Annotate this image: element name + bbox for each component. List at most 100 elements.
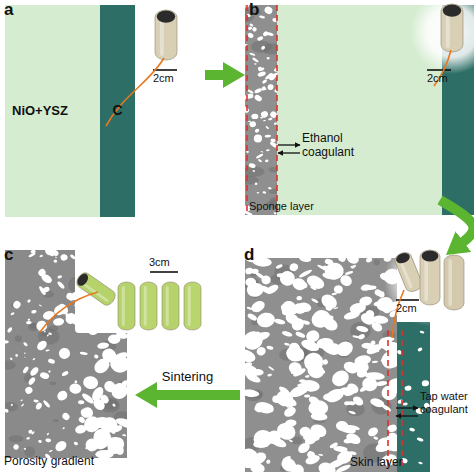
pore — [322, 272, 332, 280]
pore — [33, 399, 39, 402]
process-arrow — [440, 200, 474, 244]
pore — [29, 366, 40, 377]
pore — [343, 386, 358, 397]
pore — [318, 339, 340, 358]
porous-base — [245, 258, 397, 472]
pore — [317, 264, 328, 271]
pore — [95, 450, 113, 458]
pore — [256, 136, 260, 140]
pore — [253, 429, 274, 448]
pore — [24, 356, 25, 358]
pore — [296, 296, 302, 301]
pore — [263, 5, 273, 15]
pore — [245, 446, 261, 471]
tube-body — [118, 282, 135, 330]
pore — [257, 192, 260, 193]
pore — [7, 327, 13, 334]
pore — [289, 439, 294, 442]
pore — [333, 445, 348, 452]
pore — [38, 439, 42, 443]
pore — [252, 331, 261, 338]
pore — [26, 321, 32, 325]
pore — [249, 52, 256, 56]
pore — [285, 428, 296, 436]
porous-structure — [245, 258, 397, 472]
pore — [11, 404, 13, 406]
pore — [373, 349, 379, 352]
pore — [247, 312, 258, 322]
pore — [27, 376, 36, 386]
pore — [345, 258, 361, 266]
pore — [317, 460, 338, 472]
pore — [26, 437, 30, 440]
pore — [263, 120, 266, 122]
layer-name: Skin layer — [350, 456, 403, 470]
pore — [310, 412, 327, 421]
pore — [369, 397, 385, 409]
pore — [374, 373, 379, 377]
pore — [61, 254, 65, 259]
anode-layer: NiO+YSZ — [5, 5, 100, 217]
tube-photo — [184, 282, 201, 330]
pore — [100, 346, 119, 365]
pore — [24, 352, 26, 354]
pore — [335, 463, 351, 472]
scale-bar — [396, 299, 419, 301]
grain — [245, 166, 264, 177]
pore — [245, 44, 248, 47]
pore — [326, 315, 333, 320]
pore — [12, 443, 19, 450]
panel-letter: a — [4, 1, 205, 20]
pore — [45, 438, 51, 443]
pore — [248, 121, 251, 123]
grain — [245, 176, 259, 185]
pore — [360, 284, 372, 292]
layer-name: Sponge layer — [249, 200, 314, 213]
pore — [255, 346, 267, 357]
pore — [259, 15, 266, 19]
tube-opening — [395, 251, 412, 265]
pore — [397, 399, 403, 404]
tube-body — [155, 10, 177, 60]
pore — [385, 337, 395, 342]
tube-highlight — [122, 286, 125, 326]
pore — [268, 187, 272, 190]
pore — [272, 395, 281, 404]
pore — [285, 315, 292, 320]
pore — [23, 342, 29, 347]
pore — [112, 403, 116, 407]
pore — [82, 375, 99, 390]
grain — [53, 419, 59, 422]
pore — [264, 283, 279, 296]
pore — [359, 295, 373, 306]
pore — [351, 264, 357, 269]
pore — [336, 422, 357, 435]
tube-photo — [155, 10, 177, 60]
pore — [265, 459, 271, 465]
tube-photo — [444, 255, 464, 310]
pore — [351, 395, 365, 408]
pore — [110, 443, 120, 450]
grain — [374, 259, 380, 265]
pore — [331, 292, 337, 295]
pore — [364, 309, 376, 320]
pore — [49, 450, 53, 453]
pore — [78, 416, 86, 424]
pore — [255, 469, 263, 472]
pore — [42, 399, 50, 408]
pore — [53, 439, 68, 454]
grain — [15, 336, 22, 342]
scale-label: 3cm — [149, 256, 170, 269]
pore — [27, 299, 31, 304]
pore — [48, 370, 51, 373]
scale-bar — [427, 69, 451, 71]
pore — [265, 126, 269, 130]
pore — [370, 340, 376, 346]
grain — [269, 167, 277, 173]
tube-highlight — [166, 286, 169, 326]
pore — [54, 259, 58, 262]
pore — [380, 358, 396, 366]
grain — [5, 361, 16, 370]
